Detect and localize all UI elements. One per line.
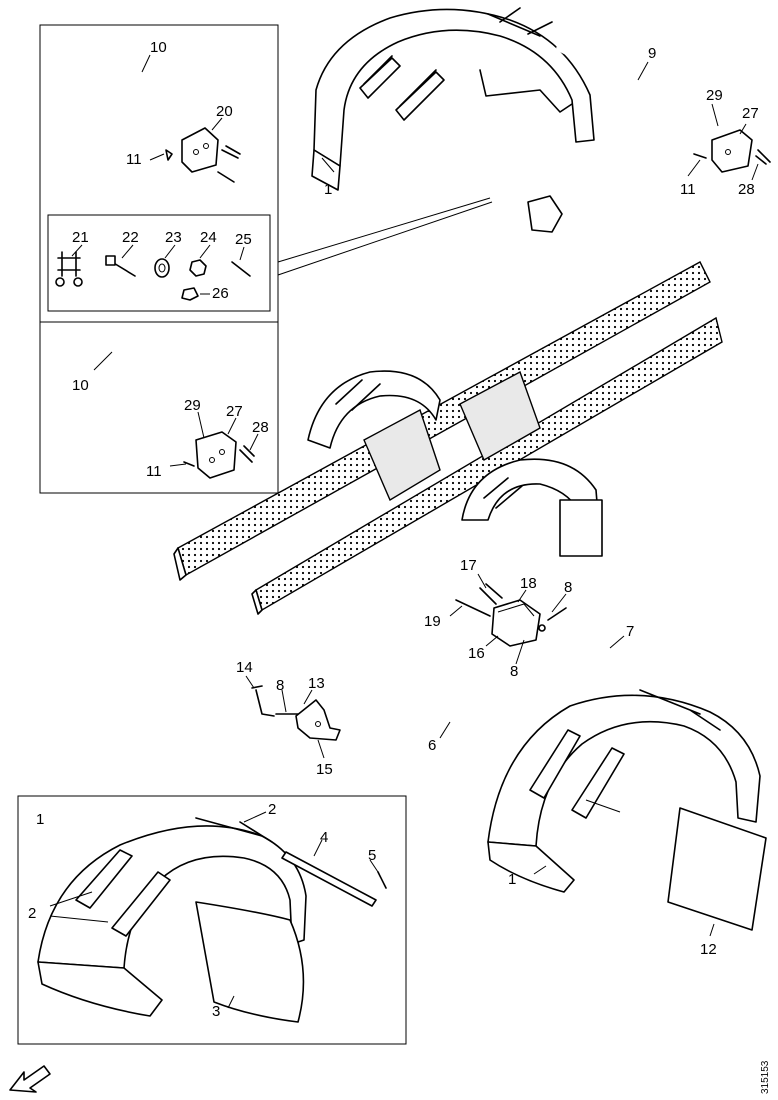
callout-10-upper: 10 [150,39,167,56]
bracket-assembly-16 [455,583,567,647]
callout-13: 13 [308,675,325,692]
stay-tube-10-upper [54,31,182,142]
callout-labels: 10 20 11 21 22 23 24 25 26 10 29 27 28 1… [28,39,759,1020]
callout-8-left: 8 [276,677,284,694]
bolt-22 [105,255,136,277]
callout-19: 19 [424,613,441,630]
callout-2-left: 2 [28,905,36,922]
callout-25: 25 [235,231,252,248]
callout-2-top: 2 [268,801,276,818]
callout-8-right: 8 [564,579,572,596]
stay-tube-10-lower [64,332,190,442]
callout-26-inset: 26 [212,285,229,302]
callout-22: 22 [122,229,139,246]
nut-24 [189,259,207,277]
bracket-27-top [693,129,771,173]
callout-1-right: 1 [508,871,516,888]
callout-6: 6 [428,737,436,754]
callout-14: 14 [236,659,253,676]
callout-16: 16 [468,645,485,662]
callout-23: 23 [165,229,182,246]
fender-clamp-top-b [395,69,445,121]
nut-26 [181,287,210,301]
mudguard-1-inset [37,817,307,1017]
callout-18: 18 [520,575,537,592]
mud-flap-12 [667,807,767,931]
callout-3: 3 [212,1003,220,1020]
callout-9: 9 [648,45,656,62]
mudguard-mid-left [307,370,441,449]
callout-4: 4 [320,829,328,846]
fastener-21 [55,251,83,287]
direction-arrow-icon [9,1065,51,1093]
callout-10-lower: 10 [72,377,89,394]
bolt-5 [377,871,387,889]
bracket-13 [295,699,341,741]
callout-24: 24 [200,229,217,246]
inset-box-mudguard-assembly [17,795,407,1045]
clip-14 [251,685,275,717]
callout-12: 12 [700,941,717,958]
callout-21: 21 [72,229,89,246]
callout-7: 7 [626,623,634,640]
bolt-25 [231,261,251,277]
callout-1-top: 1 [324,181,332,198]
stay-tube-7 [559,631,657,683]
callout-15: 15 [316,761,333,778]
callout-11-top: 11 [680,181,696,198]
stay-tube-9 [416,44,708,233]
drawing-code: 315153 [760,1060,771,1094]
bracket-27-lower [183,431,255,479]
mudguard-1-right [487,689,761,893]
callout-28-lower: 28 [252,419,269,436]
mud-flap-3 [195,901,305,1023]
callout-29-top: 29 [706,87,723,104]
callout-17: 17 [460,557,477,574]
mudguard-1-top [311,7,595,191]
callout-11-lower: 11 [146,463,162,480]
flap-strip-4 [281,851,377,907]
fender-clamp-top-a [359,55,401,99]
callout-27-lower: 27 [226,403,243,420]
chassis-frame [173,261,723,615]
callout-29-lower: 29 [184,397,201,414]
callout-27-top: 27 [742,105,759,122]
callout-8-mid: 8 [510,663,518,680]
stay-tube-6 [354,682,496,736]
callout-11-upper: 11 [126,151,142,168]
callout-20: 20 [216,103,233,120]
mudguard-mid-right [461,458,603,557]
callout-28-top: 28 [738,181,755,198]
sleeve-23 [154,258,170,278]
bracket-20 [165,127,241,183]
callout-1-inset: 1 [36,811,44,828]
inset-box-bracket-details [39,24,493,494]
callout-5: 5 [368,847,376,864]
